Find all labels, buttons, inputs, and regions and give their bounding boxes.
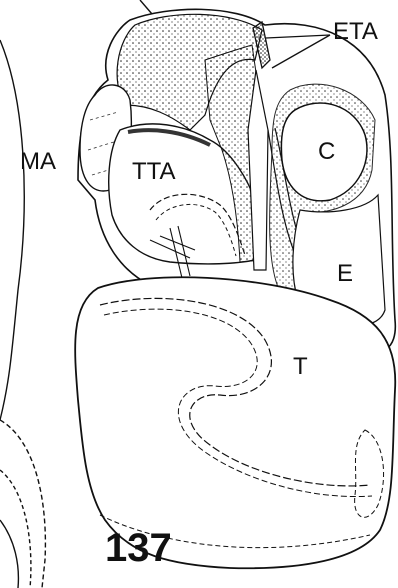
label-e: E [337, 262, 353, 286]
label-eta: ETA [333, 20, 378, 44]
label-c: C [318, 140, 335, 164]
top-stalk [140, 0, 152, 14]
left-edge-structures [0, 40, 45, 588]
label-tta: TTA [132, 160, 176, 184]
label-t: T [293, 355, 308, 379]
label-ma: MA [20, 150, 56, 174]
figure-number: 137 [105, 528, 172, 568]
